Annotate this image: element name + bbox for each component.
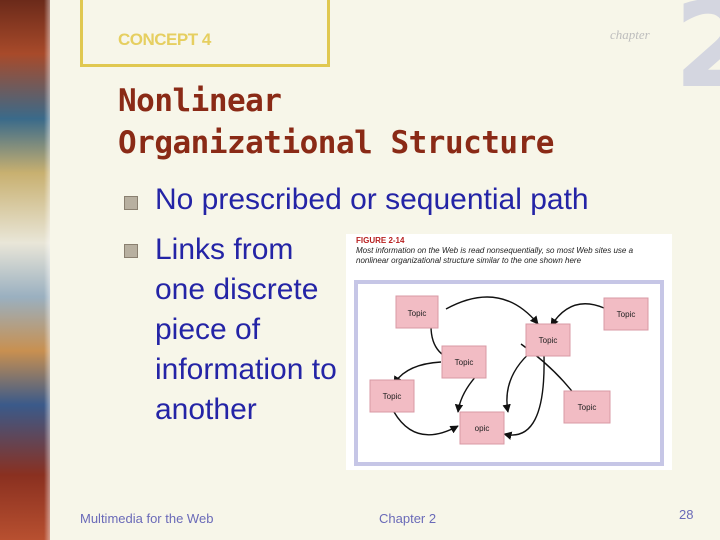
svg-text:Topic: Topic — [617, 310, 636, 319]
concept-frame — [80, 0, 330, 67]
nonlinear-structure-diagram: Topic Topic Topic Topic Topic Topic opic — [354, 280, 664, 466]
link-arrow — [393, 411, 459, 436]
diagram-frame — [354, 280, 664, 466]
figure-caption: FIGURE 2-14 Most information on the Web … — [356, 236, 668, 266]
svg-text:Topic: Topic — [578, 403, 597, 412]
title-line-1: Nonlinear — [118, 83, 282, 119]
svg-text:Topic: Topic — [455, 358, 474, 367]
bullet-1: No prescribed or sequential path — [155, 183, 589, 216]
footer-course: Multimedia for the Web — [80, 511, 214, 526]
svg-text:Topic: Topic — [539, 336, 558, 345]
chapter-word: chapter — [610, 27, 650, 42]
topic-node: Topic — [395, 295, 439, 329]
title-line-2: Organizational Structure — [118, 125, 554, 161]
chapter-number: 2 — [674, 0, 720, 114]
figure-panel — [346, 234, 672, 470]
svg-text:opic: opic — [475, 424, 490, 433]
topic-node: Topic — [525, 323, 571, 357]
svg-text:Topic: Topic — [383, 392, 402, 401]
decorative-photo-strip — [0, 0, 50, 540]
topic-node: Topic — [603, 297, 649, 331]
link-arrow — [445, 296, 539, 325]
bullet-icon — [124, 244, 138, 258]
svg-text:Topic: Topic — [408, 309, 427, 318]
footer-chapter: Chapter 2 — [379, 511, 437, 526]
concept-label: CONCEPT 4 — [118, 30, 211, 49]
topic-node: Topic — [369, 379, 415, 413]
link-arrow — [503, 355, 545, 440]
bullet-icon — [124, 196, 138, 210]
bullet-2: Links from one discrete piece of informa… — [155, 233, 337, 426]
figure-caption-text: Most information on the Web is read nons… — [356, 246, 634, 265]
page-number: 28 — [679, 507, 694, 522]
figure-label: FIGURE 2-14 — [356, 236, 405, 245]
slide-title: Nonlinear Organizational Structure — [118, 80, 554, 164]
link-arrow — [550, 303, 605, 327]
topic-node: Topic — [441, 345, 487, 379]
topic-node: opic — [459, 411, 505, 445]
topic-node: Topic — [563, 390, 611, 424]
